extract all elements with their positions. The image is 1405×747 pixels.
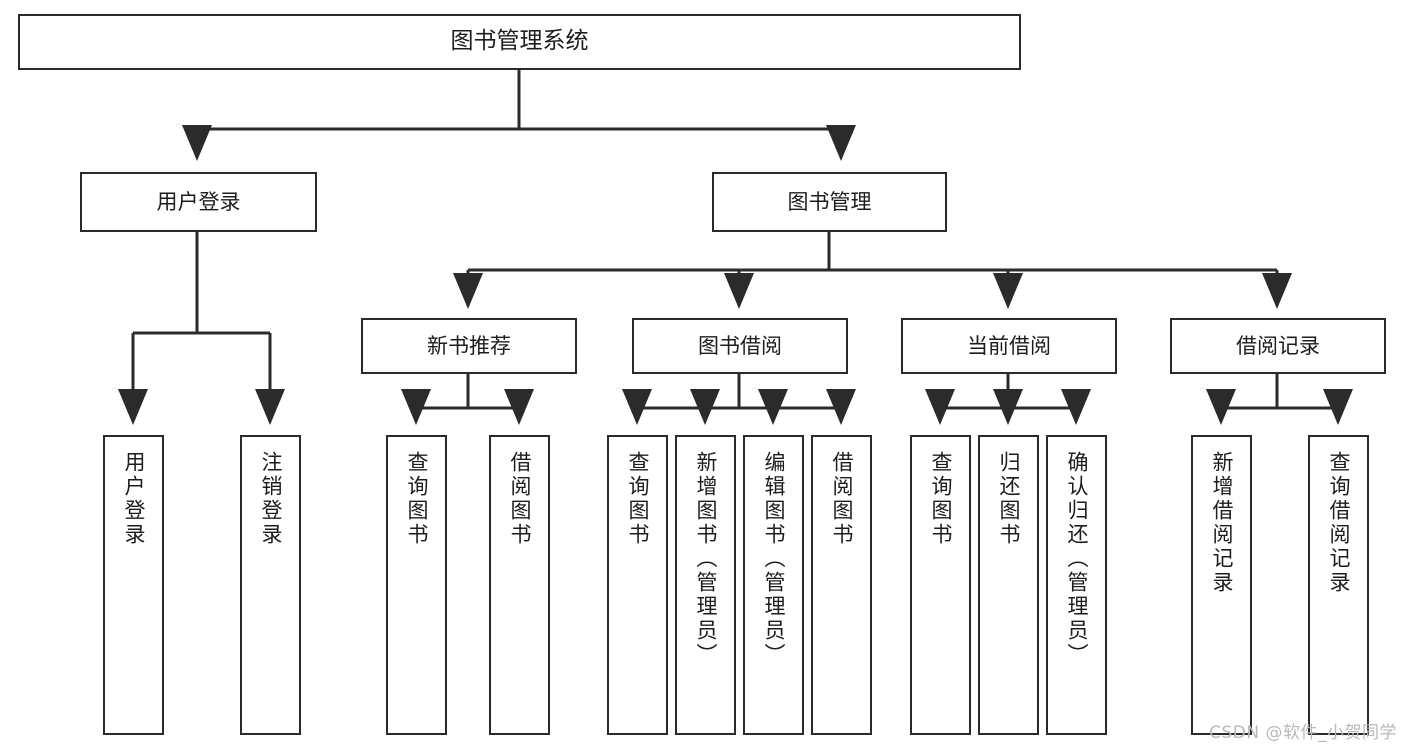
leaf-query-book-current[interactable]: 查询图书 — [910, 435, 971, 735]
leaf-confirm-return-admin-label: 确认归还（管理员） — [1065, 451, 1089, 667]
leaf-add-book-admin[interactable]: 新增图书（管理员） — [675, 435, 736, 735]
leaf-return-book[interactable]: 归还图书 — [978, 435, 1039, 735]
node-new-book-recommend-label: 新书推荐 — [427, 333, 511, 358]
node-user-login[interactable]: 用户登录 — [80, 172, 317, 232]
node-book-borrow[interactable]: 图书借阅 — [632, 318, 848, 374]
leaf-borrow-book[interactable]: 借阅图书 — [811, 435, 872, 735]
leaf-logout[interactable]: 注销登录 — [240, 435, 301, 735]
node-user-login-label: 用户登录 — [156, 189, 241, 214]
leaf-borrow-book-recommend-label: 借阅图书 — [508, 451, 532, 547]
leaf-borrow-book-label: 借阅图书 — [830, 451, 854, 547]
node-root[interactable]: 图书管理系统 — [18, 14, 1021, 70]
leaf-logout-label: 注销登录 — [259, 451, 283, 547]
node-current-borrow-label: 当前借阅 — [967, 333, 1051, 358]
leaf-user-login-label: 用户登录 — [122, 451, 146, 547]
leaf-confirm-return-admin[interactable]: 确认归还（管理员） — [1046, 435, 1107, 735]
leaf-user-login[interactable]: 用户登录 — [103, 435, 164, 735]
leaf-add-borrow-record[interactable]: 新增借阅记录 — [1191, 435, 1252, 735]
node-root-label: 图书管理系统 — [450, 28, 589, 55]
leaf-query-book-borrow-label: 查询图书 — [626, 451, 650, 547]
leaf-query-book-recommend-label: 查询图书 — [405, 451, 429, 547]
leaf-query-borrow-record[interactable]: 查询借阅记录 — [1308, 435, 1369, 735]
node-book-management[interactable]: 图书管理 — [712, 172, 947, 232]
leaf-edit-book-admin-label: 编辑图书（管理员） — [762, 451, 786, 667]
node-book-borrow-label: 图书借阅 — [698, 333, 782, 358]
leaf-borrow-book-recommend[interactable]: 借阅图书 — [489, 435, 550, 735]
watermark-text: CSDN @软件_小贺同学 — [1209, 723, 1397, 743]
node-borrow-record[interactable]: 借阅记录 — [1170, 318, 1386, 374]
leaf-edit-book-admin[interactable]: 编辑图书（管理员） — [743, 435, 804, 735]
node-new-book-recommend[interactable]: 新书推荐 — [361, 318, 577, 374]
leaf-add-book-admin-label: 新增图书（管理员） — [694, 451, 718, 667]
leaf-query-book-borrow[interactable]: 查询图书 — [607, 435, 668, 735]
node-book-management-label: 图书管理 — [787, 189, 872, 214]
leaf-query-book-current-label: 查询图书 — [929, 451, 953, 547]
leaf-query-book-recommend[interactable]: 查询图书 — [386, 435, 447, 735]
node-borrow-record-label: 借阅记录 — [1236, 333, 1320, 358]
node-current-borrow[interactable]: 当前借阅 — [901, 318, 1117, 374]
leaf-query-borrow-record-label: 查询借阅记录 — [1327, 451, 1351, 595]
leaf-add-borrow-record-label: 新增借阅记录 — [1210, 451, 1234, 595]
leaf-return-book-label: 归还图书 — [997, 451, 1021, 547]
